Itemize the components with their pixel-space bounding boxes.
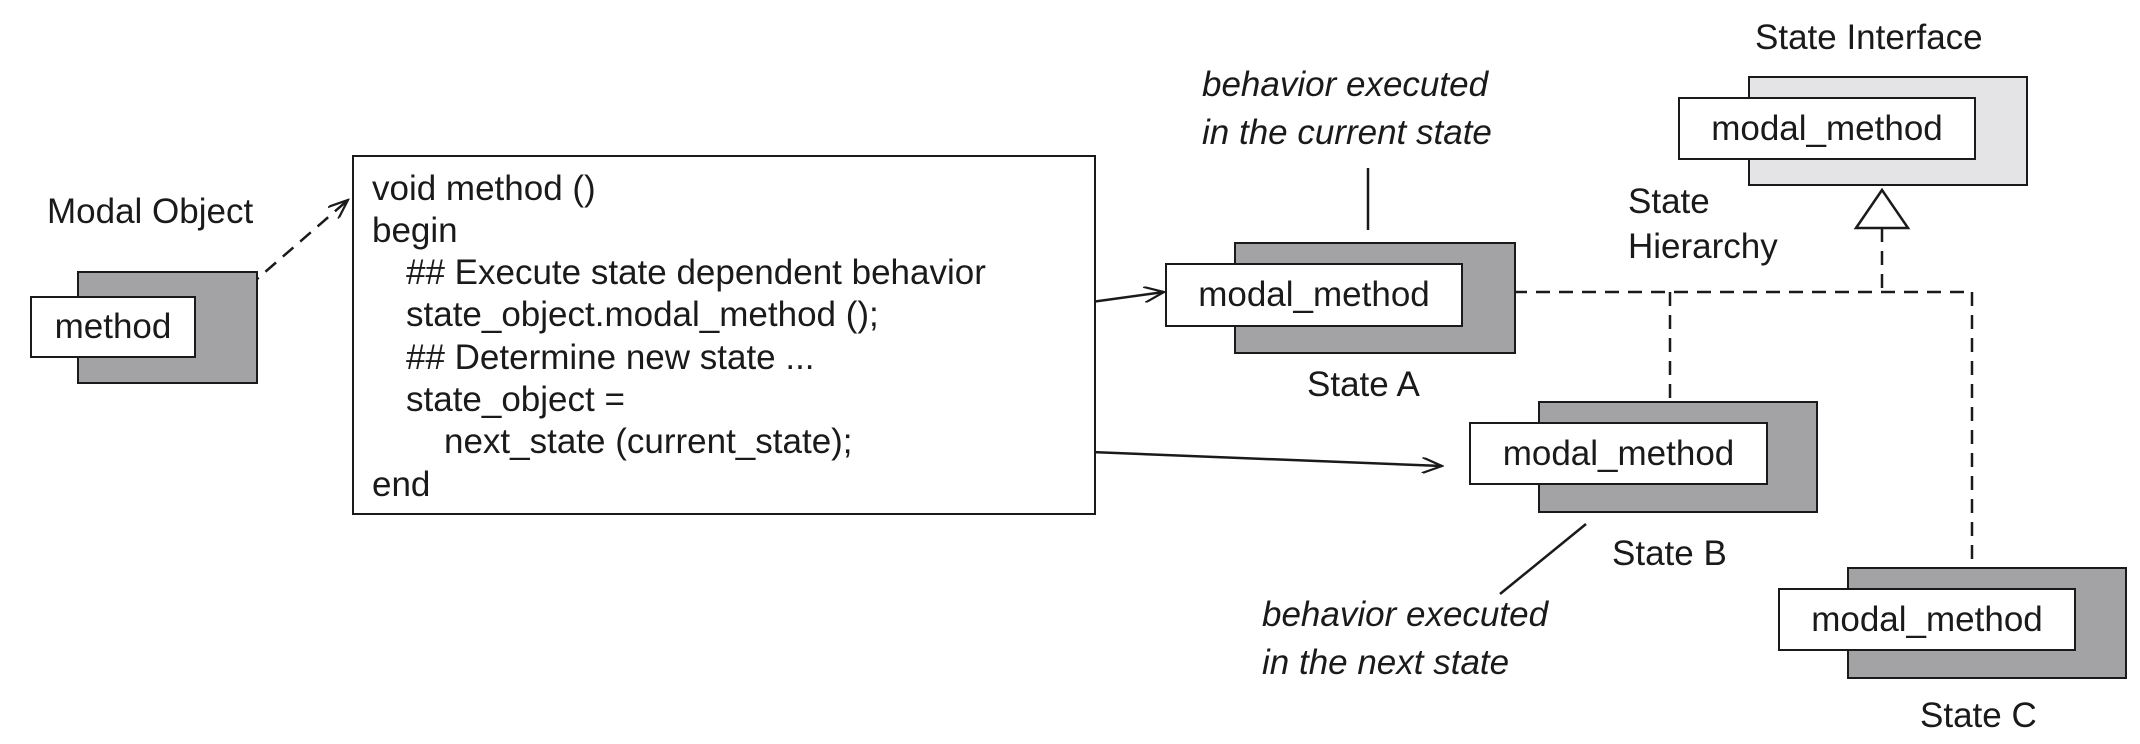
current-state-note-line-2: in the current state: [1202, 113, 1492, 152]
hierarchy-dashed-lines: [1513, 228, 1974, 568]
code-line: state_object =: [406, 380, 625, 419]
code-line: ## Execute state dependent behavior: [406, 253, 986, 292]
state-hierarchy-label-line-2: Hierarchy: [1628, 227, 1778, 266]
next-state-note-line-2: in the next state: [1262, 643, 1510, 682]
state-interface-label: State Interface: [1755, 18, 1983, 57]
next-state-note-line-1: behavior executed: [1262, 595, 1549, 634]
state-c-method-box: modal_method: [1778, 588, 2076, 651]
modal-object-method-box: method: [30, 296, 196, 358]
state-c-label: State C: [1920, 696, 2037, 735]
code-line: ## Determine new state ...: [406, 338, 815, 377]
current-state-note-line-1: behavior executed: [1202, 65, 1489, 104]
code-line: begin: [372, 211, 458, 250]
state-hierarchy-label-line-1: State: [1628, 182, 1710, 221]
state-a-method-box: modal_method: [1165, 263, 1463, 327]
generalization-triangle: [1853, 187, 1911, 230]
state-a-label: State A: [1307, 365, 1420, 404]
code-line: state_object.modal_method ();: [406, 295, 879, 334]
next-note-leader: [1499, 523, 1587, 595]
method-code-block: void method () begin ## Execute state de…: [352, 155, 1096, 515]
modal-object-label: Modal Object: [47, 192, 254, 231]
code-line: void method (): [372, 169, 596, 208]
state-interface-method-box: modal_method: [1678, 97, 1976, 160]
code-line: next_state (current_state);: [444, 422, 853, 461]
code-line: end: [372, 465, 431, 504]
state-b-method-box: modal_method: [1469, 422, 1768, 485]
state-b-label: State B: [1612, 534, 1727, 573]
